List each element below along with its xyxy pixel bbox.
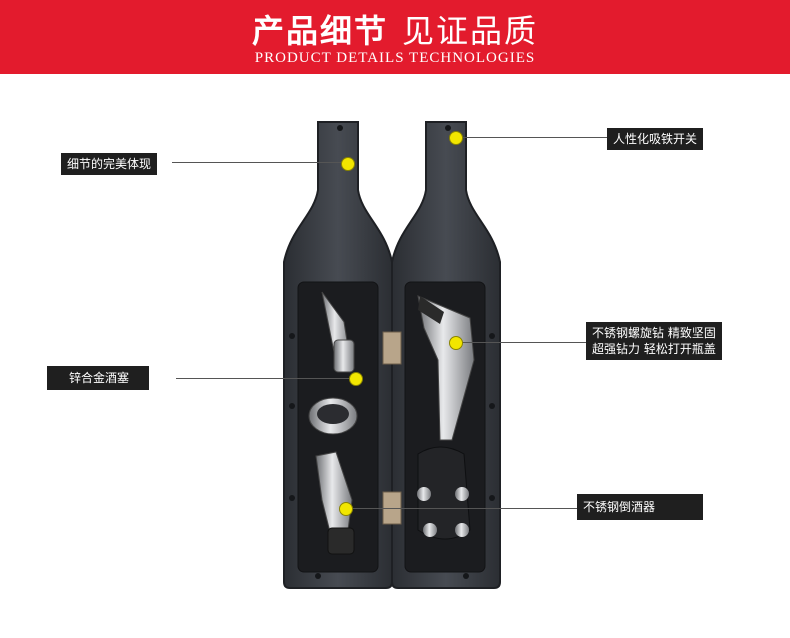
leader-middle-left [176, 378, 352, 379]
callout-corkscrew-line1: 不锈钢螺旋钻 精致坚固 [592, 326, 716, 340]
case-screws [289, 125, 495, 579]
leader-top-right [462, 137, 608, 138]
marker-stopper [349, 372, 363, 386]
marker-pourer [339, 502, 353, 516]
header-banner: 产品细节见证品质 PRODUCT DETAILS TECHNOLOGIES [0, 0, 790, 74]
marker-detail [341, 157, 355, 171]
callout-stopper: 锌合金酒塞 [47, 366, 150, 390]
banner-title: 产品细节见证品质 [0, 6, 790, 52]
callout-magnet-switch: 人性化吸铁开关 [607, 128, 704, 150]
leader-middle-right [460, 342, 586, 343]
callout-corkscrew-line2: 超强钻力 轻松打开瓶盖 [592, 342, 716, 356]
leader-top-left [172, 162, 346, 163]
leader-bottom-right [350, 508, 578, 509]
marker-magnet-switch [449, 131, 463, 145]
upper-hinge [382, 331, 402, 365]
banner-title-light: 见证品质 [402, 12, 539, 50]
callout-corkscrew: 不锈钢螺旋钻 精致坚固 超强钻力 轻松打开瓶盖 [586, 322, 722, 360]
callout-detail: 细节的完美体现 [61, 153, 158, 175]
callout-pourer: 不锈钢倒酒器 [577, 494, 704, 520]
banner-subtitle: PRODUCT DETAILS TECHNOLOGIES [254, 50, 536, 66]
marker-corkscrew [449, 336, 463, 350]
banner-title-bold: 产品细节 [251, 12, 388, 50]
corkscrew [417, 295, 475, 441]
